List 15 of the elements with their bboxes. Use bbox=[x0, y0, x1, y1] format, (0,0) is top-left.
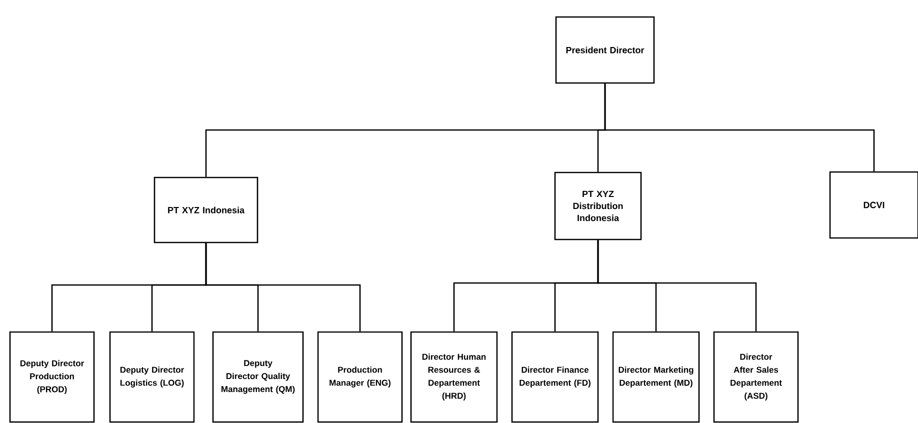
org-box: Deputy Director Quality Management (QM) bbox=[212, 331, 304, 423]
org-box: President Director bbox=[555, 16, 655, 84]
org-box: DCVI bbox=[829, 171, 918, 239]
connector-line bbox=[604, 84, 875, 172]
org-box: Director Finance Departement (FD) bbox=[511, 331, 599, 423]
org-box: Deputy Director Logistics (LOG) bbox=[109, 331, 195, 423]
org-box: Production Manager (ENG) bbox=[317, 331, 403, 423]
org-box: Director After Sales Departement (ASD) bbox=[713, 331, 799, 423]
org-box: PT XYZ Indonesia bbox=[154, 176, 258, 244]
org-box: Deputy Director Production (PROD) bbox=[9, 331, 95, 423]
org-box: Director Human Resources & Departement (HRD) bbox=[410, 331, 498, 423]
org-box: Director Marketing Departement (MD) bbox=[612, 331, 700, 423]
org-box: PT XYZ Distribution Indonesia bbox=[554, 172, 642, 240]
connector-line bbox=[205, 243, 361, 332]
connector-line bbox=[597, 240, 757, 332]
